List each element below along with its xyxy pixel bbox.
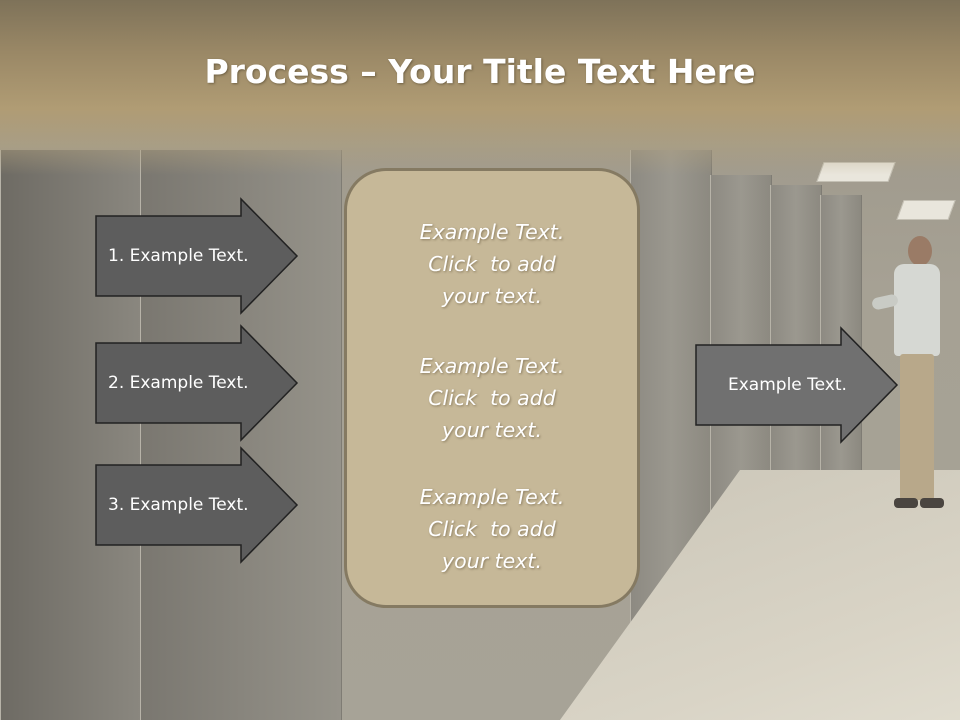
arrow-label: Example Text.	[728, 375, 847, 395]
center-text-block-2[interactable]: Example Text. Click to add your text.	[347, 350, 637, 446]
ceiling-light	[896, 200, 956, 220]
center-text-block-3[interactable]: Example Text. Click to add your text.	[347, 481, 637, 577]
text-line: your text.	[442, 284, 542, 308]
process-step-arrow-3[interactable]: 3. Example Text.	[95, 446, 299, 564]
arrow-label: 1. Example Text.	[108, 246, 249, 266]
text-line: Click to add	[428, 252, 556, 276]
text-line: Example Text.	[419, 354, 565, 378]
text-line: Click to add	[428, 386, 556, 410]
title-band	[0, 0, 960, 175]
center-text-box[interactable]: Example Text. Click to add your text. Ex…	[344, 168, 640, 608]
center-text-block-1[interactable]: Example Text. Click to add your text.	[347, 216, 637, 312]
text-line: your text.	[442, 549, 542, 573]
text-line: Example Text.	[419, 485, 565, 509]
arrow-shape	[95, 446, 299, 564]
arrow-label: 2. Example Text.	[108, 373, 249, 393]
technician-figure	[871, 236, 950, 508]
title-rest: – Your Title Text Here	[348, 52, 756, 91]
process-step-arrow-1[interactable]: 1. Example Text.	[95, 197, 299, 315]
arrow-label: 3. Example Text.	[108, 495, 249, 515]
arrow-shape	[95, 324, 299, 442]
arrow-shape	[695, 326, 899, 444]
arrow-shape	[95, 197, 299, 315]
text-line: Click to add	[428, 517, 556, 541]
text-line: Example Text.	[419, 220, 565, 244]
process-step-arrow-2[interactable]: 2. Example Text.	[95, 324, 299, 442]
slide-title[interactable]: Process – Your Title Text Here	[0, 52, 960, 91]
result-arrow[interactable]: Example Text.	[695, 326, 899, 444]
text-line: your text.	[442, 418, 542, 442]
title-bold: Process	[204, 52, 349, 91]
